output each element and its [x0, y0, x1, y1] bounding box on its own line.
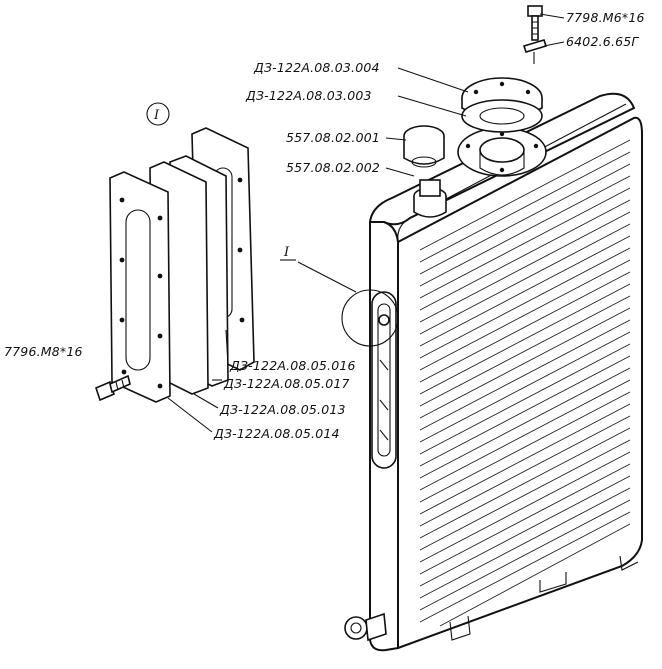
detail-callout-1-text: I — [153, 108, 160, 123]
detail-circle — [341, 289, 399, 347]
label-gauge-014: ДЗ-122А.08.05.014 — [213, 426, 340, 441]
detail-callout-2: I — [280, 245, 296, 261]
side-bolt — [95, 374, 131, 402]
label-bolt-top: 7798.M6*16 — [566, 10, 645, 25]
filler-neck — [413, 179, 447, 218]
label-cap-base: 557.08.02.002 — [286, 160, 380, 175]
label-gauge-016: ДЗ-122А.08.05.016 — [229, 358, 356, 373]
detail-callout-1: I — [146, 102, 170, 126]
gauge-assembly — [109, 127, 255, 403]
tank-sight-gauge — [341, 289, 399, 469]
label-bolt-side: 7796.M8*16 — [4, 344, 83, 359]
label-gasket-cover: ДЗ-122А.08.03.003 — [245, 88, 372, 103]
label-washer-top: 6402.6.65Г — [566, 34, 639, 49]
gasket-cover — [461, 99, 543, 133]
label-cap: 557.08.02.001 — [286, 130, 380, 145]
drain-plug — [344, 612, 387, 642]
side-hatching — [419, 139, 631, 627]
top-bolt — [522, 5, 548, 64]
label-gauge-013: ДЗ-122А.08.05.013 — [219, 402, 346, 417]
detail-callout-2-text: I — [283, 245, 290, 260]
label-gauge-017: ДЗ-122А.08.05.017 — [223, 376, 350, 391]
tank-body — [369, 92, 643, 652]
filler-cap — [403, 125, 445, 168]
top-flange — [457, 127, 547, 177]
label-cover-plate: ДЗ-122А.08.03.004 — [253, 60, 380, 75]
leader-lines — [167, 13, 565, 433]
